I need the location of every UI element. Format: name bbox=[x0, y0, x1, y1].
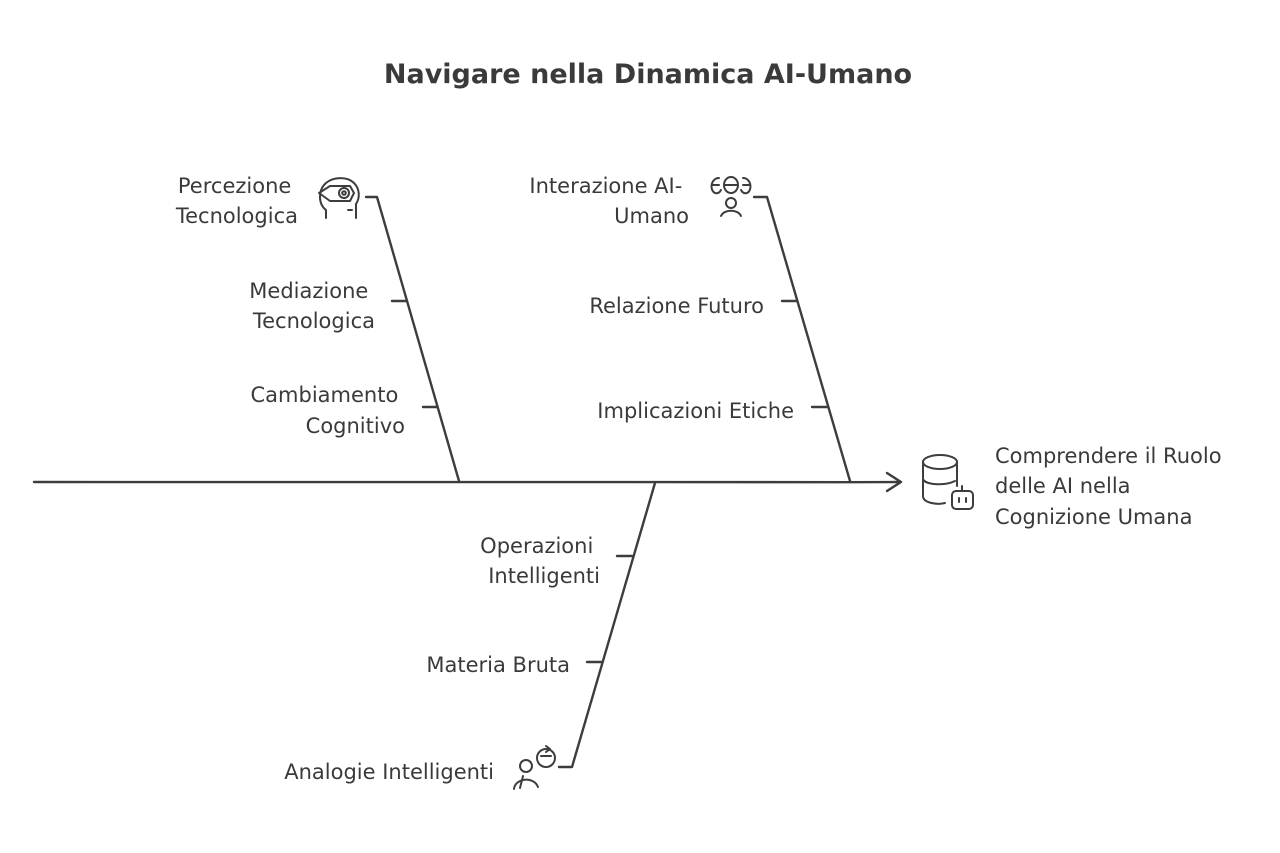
cause-operazioni-intelligenti: Operazioni Intelligenti bbox=[480, 534, 600, 588]
cause-relazione-futuro: Relazione Futuro bbox=[589, 294, 764, 318]
bone-top-left bbox=[364, 195, 461, 483]
cause-percezione-tecnologica: Percezione Tecnologica bbox=[175, 174, 298, 228]
diagram-title: Navigare nella Dinamica AI-Umano bbox=[384, 59, 912, 90]
bone-top-right bbox=[752, 195, 852, 483]
cause-materia-bruta: Materia Bruta bbox=[426, 653, 570, 677]
spine-line bbox=[32, 480, 900, 484]
cause-implicazioni-etiche: Implicazioni Etiche bbox=[597, 399, 794, 423]
cause-interazione-ai-umano: Interazione AI- Umano bbox=[529, 174, 689, 228]
human-ai-interaction-icon bbox=[710, 176, 752, 217]
cause-analogie-intelligenti: Analogie Intelligenti bbox=[284, 760, 494, 784]
person-ai-refresh-icon bbox=[513, 745, 556, 790]
cause-mediazione-tecnologica: Mediazione Tecnologica bbox=[249, 279, 375, 333]
vr-head-icon bbox=[318, 177, 360, 219]
database-robot-icon bbox=[922, 454, 974, 510]
spine-arrowhead bbox=[885, 471, 903, 493]
cause-cambiamento-cognitivo: Cambiamento Cognitivo bbox=[251, 383, 405, 438]
bone-bottom bbox=[557, 481, 657, 769]
effect-comprendere-ruolo-ai: Comprendere il Ruolo delle AI nella Cogn… bbox=[995, 444, 1228, 529]
